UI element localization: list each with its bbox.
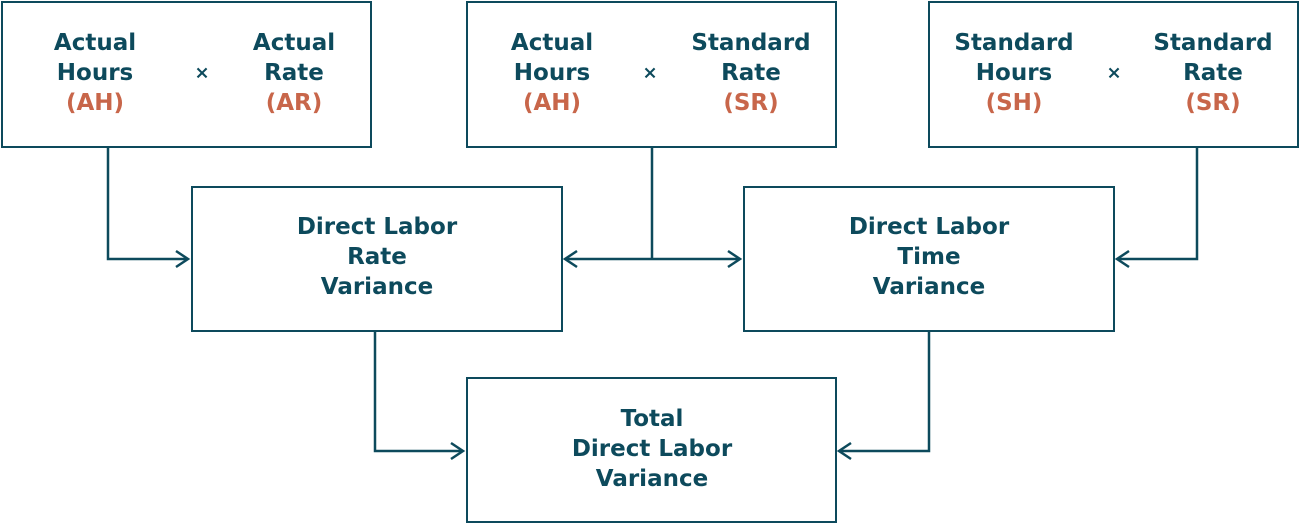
term-line2: Rate: [1183, 60, 1243, 86]
connector-sh-sr-to-time: [1117, 147, 1199, 261]
label-line: Variance: [595, 466, 709, 492]
label-line: Rate: [347, 244, 407, 270]
term-abbr: (SR): [1185, 90, 1241, 116]
arrowhead-time-right: [1114, 249, 1130, 269]
total-direct-labor-variance-label: Total Direct Labor Variance: [572, 404, 732, 494]
term-line2: Rate: [721, 60, 781, 86]
term-abbr: (AH): [522, 90, 582, 116]
term-line1: Actual: [53, 30, 137, 56]
term-line1: Standard: [691, 30, 811, 56]
total-direct-labor-variance-box: [466, 377, 837, 523]
direct-labor-rate-variance-box: [191, 186, 563, 332]
standard-rate-term: Standard Rate (SR): [691, 28, 810, 118]
term-line1: Standard: [954, 30, 1074, 56]
arrowhead-rate-right: [562, 249, 578, 269]
term-line2: Hours: [56, 60, 134, 86]
term-abbr: (AR): [265, 90, 323, 116]
term-line2: Rate: [264, 60, 324, 86]
multiply-symbol: ×: [642, 62, 658, 84]
term-line1: Actual: [510, 30, 594, 56]
direct-labor-time-variance-box: [743, 186, 1115, 332]
actual-hours-actual-rate-box: [1, 1, 372, 148]
multiply-symbol: ×: [194, 62, 210, 84]
label-line: Time: [897, 244, 961, 270]
arrowhead-time-left: [727, 249, 743, 269]
standard-hours-term: Standard Hours (SH): [954, 28, 1073, 118]
term-abbr: (AH): [65, 90, 125, 116]
term-line1: Standard: [1153, 30, 1273, 56]
multiply-symbol: ×: [1106, 62, 1122, 84]
term-line2: Hours: [513, 60, 591, 86]
actual-rate-term: Actual Rate (AR): [253, 28, 335, 118]
direct-labor-rate-variance-label: Direct Labor Rate Variance: [297, 212, 457, 302]
term-line2: Hours: [975, 60, 1053, 86]
connector-time-to-total: [839, 331, 931, 453]
direct-labor-time-variance-label: Direct Labor Time Variance: [849, 212, 1009, 302]
arrowhead-total-left: [450, 441, 466, 461]
arrowhead-total-right: [836, 441, 852, 461]
label-line: Variance: [872, 274, 986, 300]
actual-hours-standard-rate-box: [466, 1, 837, 148]
standard-hours-standard-rate-box: [928, 1, 1299, 148]
label-line: Total: [620, 406, 684, 432]
arrowhead-rate-left: [175, 249, 191, 269]
term-abbr: (SH): [985, 90, 1043, 116]
label-line: Direct Labor: [848, 214, 1010, 240]
label-line: Variance: [320, 274, 434, 300]
label-line: Direct Labor: [571, 436, 733, 462]
connector-rate-to-total: [373, 331, 463, 453]
actual-hours-term: Actual Hours (AH): [511, 28, 593, 118]
connector-ah-ar-to-rate: [106, 147, 188, 261]
standard-rate-term: Standard Rate (SR): [1153, 28, 1272, 118]
term-abbr: (SR): [723, 90, 779, 116]
label-line: Direct Labor: [296, 214, 458, 240]
term-line1: Actual: [252, 30, 336, 56]
actual-hours-term: Actual Hours (AH): [54, 28, 136, 118]
